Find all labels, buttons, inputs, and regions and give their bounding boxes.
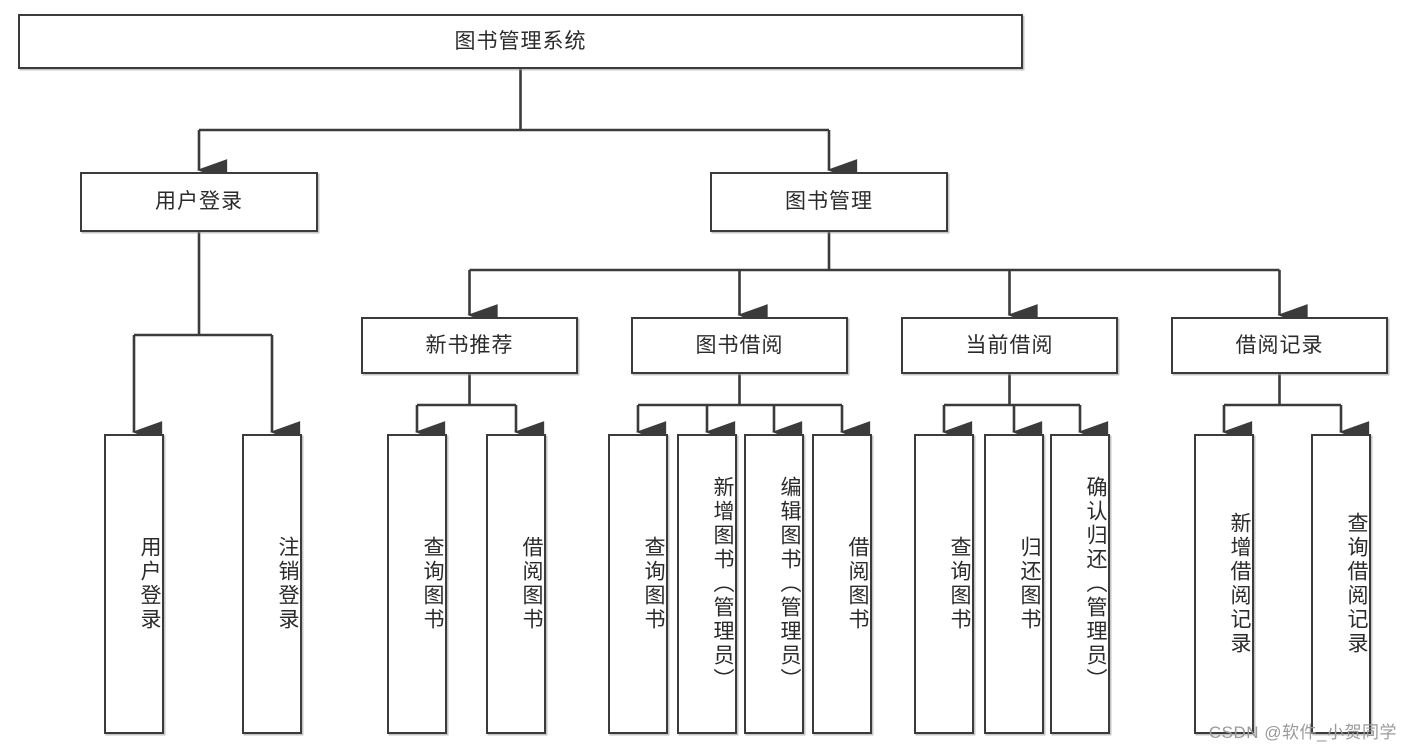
node-label: 查询图书: [421, 536, 444, 632]
node-label: 借阅记录: [1235, 333, 1324, 357]
node-leaf-leaf-edit-book[interactable]: 编辑图书（管理员）: [744, 434, 804, 734]
node-label: 确认归还（管理员）: [1084, 476, 1107, 692]
node-label: 编辑图书（管理员）: [778, 476, 801, 692]
node-label: 用户登录: [155, 190, 243, 214]
node-label: 新书推荐: [425, 333, 514, 357]
node-leaf-leaf-logout[interactable]: 注销登录: [242, 434, 302, 734]
node-label: 图书管理系统: [454, 29, 587, 53]
node-leaf-leaf-borrow-book-2[interactable]: 借阅图书: [812, 434, 872, 734]
node-leaf-leaf-query-book-1[interactable]: 查询图书: [387, 434, 447, 734]
node-label: 归还图书: [1018, 536, 1041, 632]
node-level3-current-borrow[interactable]: 当前借阅: [901, 317, 1118, 374]
node-label: 借阅图书: [846, 536, 869, 632]
node-label: 图书管理: [785, 190, 873, 214]
node-label: 图书借阅: [695, 333, 784, 357]
node-label: 注销登录: [276, 536, 299, 632]
node-leaf-leaf-user-login[interactable]: 用户登录: [104, 434, 164, 734]
node-leaf-leaf-confirm-return[interactable]: 确认归还（管理员）: [1050, 434, 1110, 734]
node-leaf-leaf-query-book-3[interactable]: 查询图书: [914, 434, 974, 734]
node-root[interactable]: 图书管理系统: [18, 14, 1023, 69]
node-leaf-leaf-query-book-2[interactable]: 查询图书: [608, 434, 668, 734]
node-label: 新增借阅记录: [1228, 512, 1251, 656]
node-level2-book-manage[interactable]: 图书管理: [710, 172, 948, 232]
node-label: 用户登录: [138, 536, 161, 632]
node-label: 查询图书: [948, 536, 971, 632]
node-level3-new-book-rec[interactable]: 新书推荐: [361, 317, 578, 374]
node-label: 借阅图书: [520, 536, 543, 632]
node-label: 当前借阅: [965, 333, 1054, 357]
node-leaf-leaf-borrow-book-1[interactable]: 借阅图书: [486, 434, 546, 734]
node-label: 新增图书（管理员）: [711, 476, 734, 692]
node-label: 查询图书: [642, 536, 665, 632]
node-level3-borrow-record[interactable]: 借阅记录: [1171, 317, 1388, 374]
node-level2-user-login[interactable]: 用户登录: [80, 172, 318, 232]
node-leaf-leaf-add-book[interactable]: 新增图书（管理员）: [677, 434, 737, 734]
node-level3-book-borrow[interactable]: 图书借阅: [631, 317, 848, 374]
node-leaf-leaf-add-record[interactable]: 新增借阅记录: [1194, 434, 1254, 734]
node-leaf-leaf-query-record[interactable]: 查询借阅记录: [1311, 434, 1371, 734]
watermark-text: CSDN @软件_小贺同学: [1208, 723, 1397, 742]
node-leaf-leaf-return-book[interactable]: 归还图书: [984, 434, 1044, 734]
node-label: 查询借阅记录: [1345, 512, 1368, 656]
